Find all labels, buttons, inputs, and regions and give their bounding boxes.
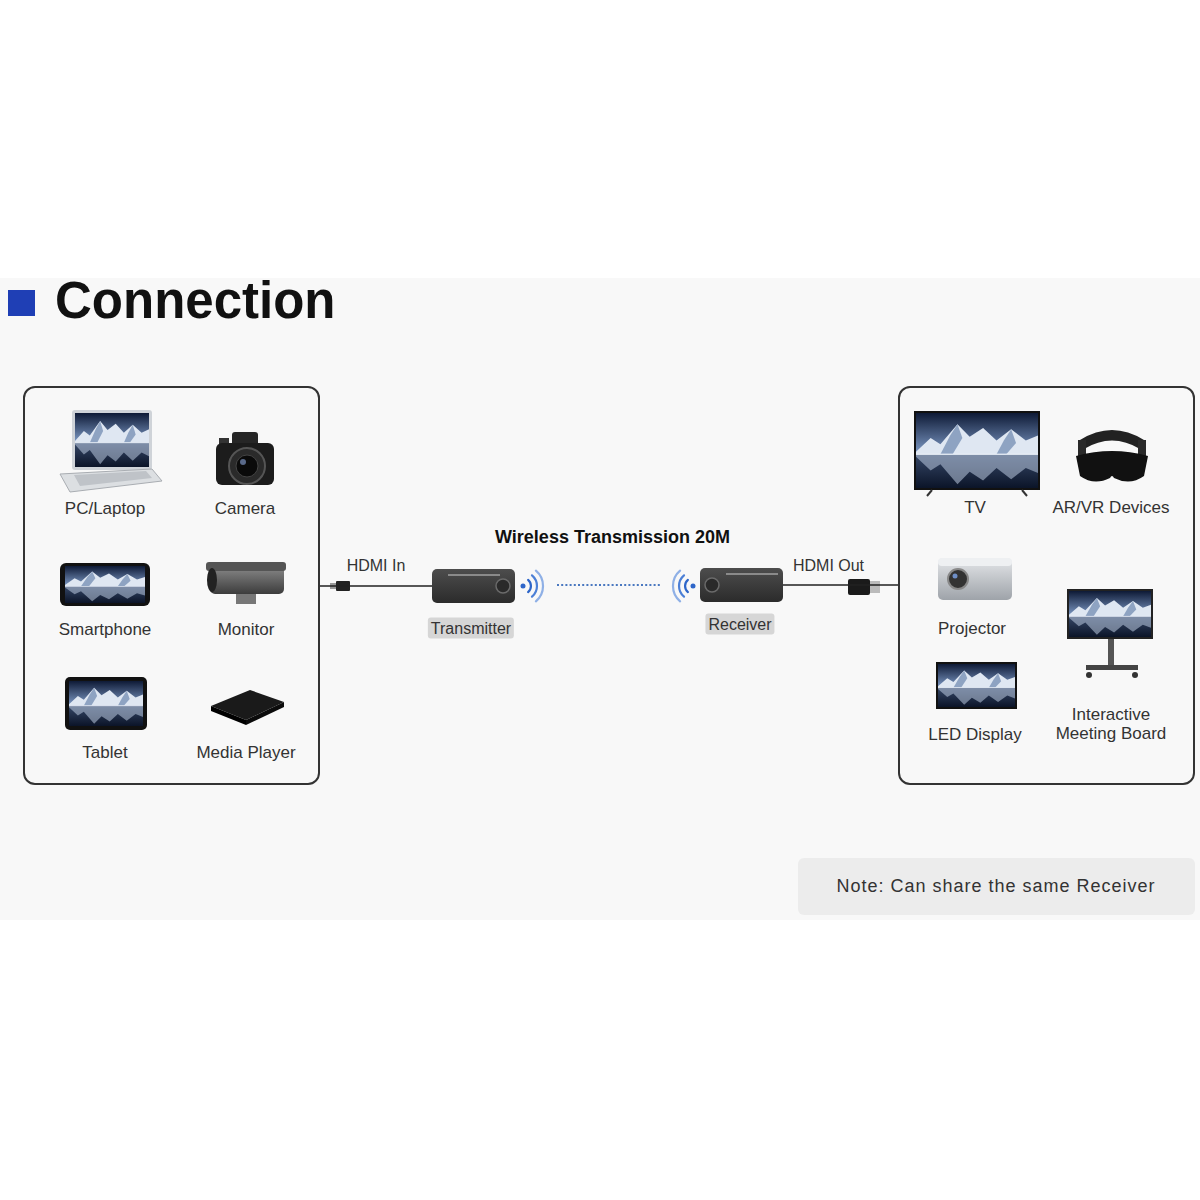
wifi-symbol [673,571,696,602]
monitor-camera-icon [206,562,286,604]
hdmi-cable [320,585,432,587]
device-name: Media Player [176,743,316,762]
hdmi-plug [330,581,350,591]
meeting-board-icon [1067,589,1153,678]
vr-headset-icon [1076,430,1148,482]
diagram-title: Connection [55,275,335,326]
edge-label: HDMI Out [793,556,864,576]
laptop-icon [60,410,162,492]
hdmi-cable [783,584,898,586]
device-name: Smartphone [35,620,175,639]
media-player-icon [211,690,284,725]
device-name: Interactive Meeting Board [1046,705,1176,743]
device-name: TV [905,498,1045,517]
wifi-symbol [521,571,544,602]
smartphone-icon [60,563,150,606]
title-square [8,290,35,316]
device-group-box: PC/LaptopCameraSmartphoneMonitorTabletMe… [23,386,320,785]
wireless-link [555,584,662,586]
device-name: PC/Laptop [35,499,175,518]
device-name: LED Display [905,725,1045,744]
hdmi-plug [848,579,880,595]
tv-icon [914,411,1040,496]
device-group-box: TVAR/VR DevicesProjectorLED DisplayInter… [898,386,1195,785]
projector-icon [938,558,1012,600]
note-text: Note: Can share the same Receiver [801,875,1191,897]
edge-label: Wireless Transmission 20M [495,527,730,547]
device-details [448,573,778,593]
edge-label: HDMI In [347,556,406,576]
device-label: Receiver [705,614,774,635]
camera-icon [216,432,274,485]
transmitter-device: Transmitter [432,569,515,603]
gray-band [0,278,1200,920]
device-name: Monitor [176,620,316,639]
device-name: Projector [902,619,1042,638]
receiver-device: Receiver [700,568,783,602]
led-display-icon [936,662,1017,709]
tablet-icon [65,677,147,730]
device-label: Transmitter [428,618,514,639]
device-name: AR/VR Devices [1041,498,1181,517]
note-box: Note: Can share the same Receiver [798,858,1195,915]
device-name: Camera [175,499,315,518]
device-name: Tablet [35,743,175,762]
